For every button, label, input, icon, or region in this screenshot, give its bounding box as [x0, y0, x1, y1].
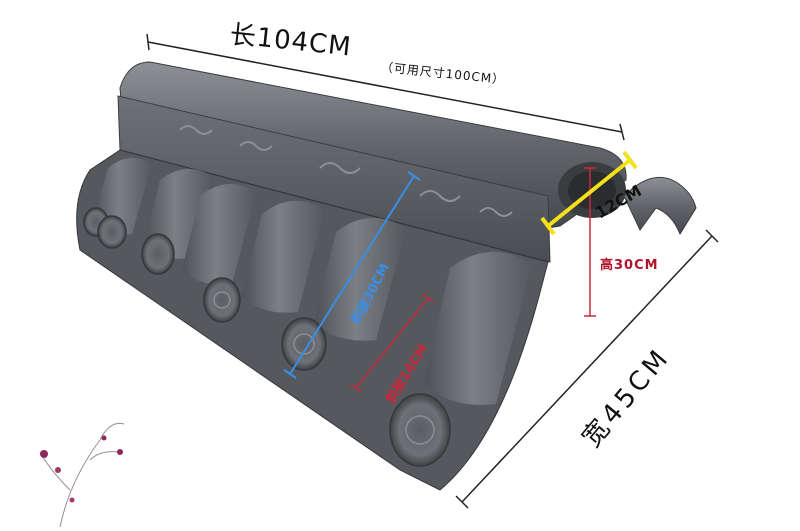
rosette-discs — [83, 207, 451, 467]
width-dimension-line — [455, 229, 719, 509]
flower-sprig-decoration — [39, 422, 125, 528]
slope-short-measure-line — [349, 293, 435, 393]
slope-long-measure-line — [283, 171, 421, 379]
decorative-band — [117, 95, 551, 263]
ridge-end-piece — [623, 176, 697, 236]
top-width-measure-line — [540, 150, 638, 236]
height-label: 高30CM — [600, 258, 659, 273]
cloud-ornament — [179, 125, 513, 217]
length-dimension-line — [146, 33, 625, 141]
